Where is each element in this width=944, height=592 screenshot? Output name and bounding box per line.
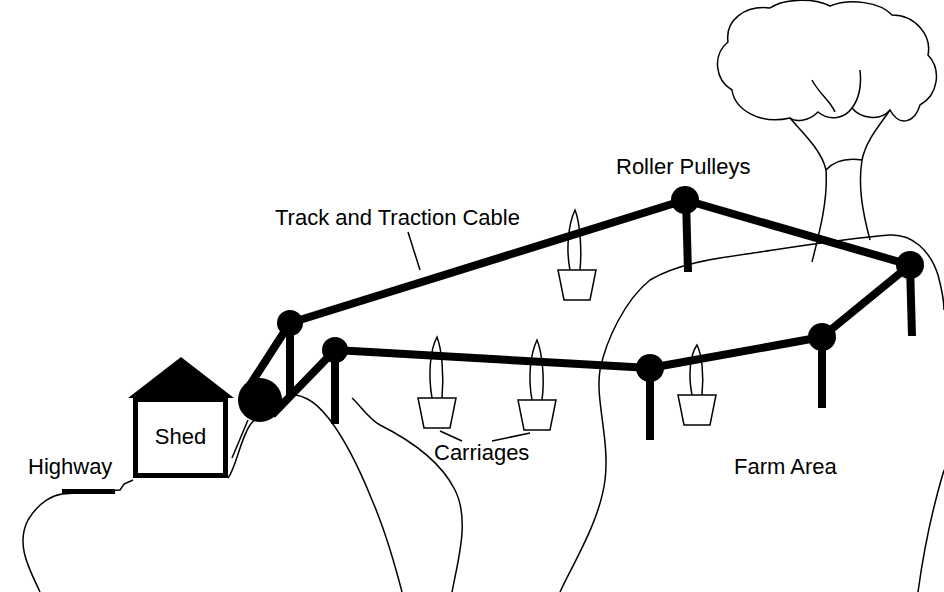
leader-lines bbox=[408, 232, 530, 441]
part-label: Track and Traction Cable bbox=[275, 206, 520, 230]
part-label: Roller Pulleys bbox=[616, 155, 751, 179]
part-label: Highway bbox=[28, 455, 112, 479]
part-label: Carriages bbox=[434, 441, 529, 465]
terrain bbox=[23, 235, 944, 592]
carriages bbox=[418, 210, 716, 430]
drum-link bbox=[232, 420, 248, 458]
part-label: Farm Area bbox=[734, 455, 837, 479]
highway-road bbox=[62, 489, 115, 494]
pulley-posts bbox=[290, 200, 912, 440]
shed-roof bbox=[128, 357, 234, 398]
track-and-traction-cable bbox=[250, 200, 910, 415]
roller-pulleys bbox=[238, 186, 924, 422]
drive-drum bbox=[238, 378, 282, 422]
shed-box: Shed bbox=[133, 397, 228, 478]
node-text: Shed bbox=[155, 425, 206, 449]
